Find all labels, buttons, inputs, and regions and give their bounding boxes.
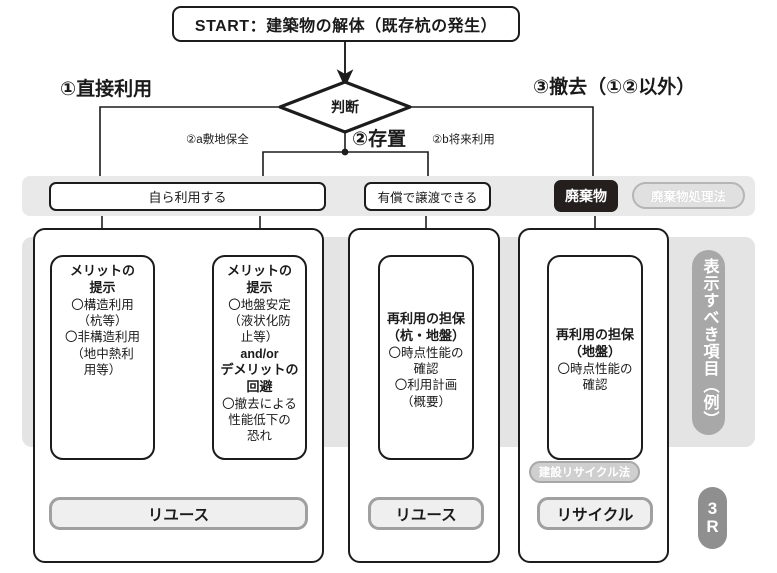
card-line: 提示 (246, 279, 273, 295)
branch-label-direct-use: ①直接利用 (60, 79, 153, 100)
decision-diamond: 判断 (280, 82, 410, 132)
card-line: 用等） (83, 362, 122, 377)
pill-waste-disposal-law: 廃棄物処理法 (632, 182, 745, 209)
three-r-line-2: R (706, 517, 719, 536)
card-line: and/or (240, 346, 279, 361)
card-line: 再利用の担保 (555, 327, 634, 343)
card-line: 確認 (413, 362, 439, 377)
card-line: 〇利用計画 (394, 378, 458, 393)
card-line: （地中熱利 (71, 346, 134, 361)
decision-label: 判断 (331, 99, 359, 115)
card-line: メリットの (226, 263, 292, 278)
pill-3r: 3 R (698, 487, 727, 549)
card-reuse-ground: 再利用の担保（地盤） 〇時点性能の確認 (547, 255, 643, 460)
box-paid-transfer: 有償で譲渡できる (364, 182, 491, 211)
card-line: 〇非構造利用 (64, 330, 140, 345)
result-reuse-b: リユース (368, 497, 484, 530)
box-waste: 廃棄物 (554, 180, 618, 212)
card-line: 〇地盤安定 (228, 297, 291, 312)
box-self-use: 自ら利用する (49, 182, 326, 211)
card-line: （地盤） (568, 344, 621, 360)
branch-sublabel-site-preservation: ②a敷地保全 (186, 134, 249, 146)
card-line: 回避 (246, 378, 273, 394)
card-line: （杭等） (77, 314, 128, 329)
branch-label-storage: ②存置 (352, 129, 407, 150)
card-reuse-pile-ground: 再利用の担保（杭・地盤） 〇時点性能の確認〇利用計画（概要） (378, 255, 474, 460)
result-reuse-a: リユース (49, 497, 308, 530)
card-line: （液状化防 (228, 314, 291, 329)
items-to-display-text: 表示すべき項目（例） (700, 257, 718, 428)
card-line: 再利用の担保 (386, 311, 465, 327)
card-line: 性能低下の (228, 412, 291, 427)
card-line: （概要） (400, 394, 451, 409)
card-line: デメリットの (220, 361, 299, 377)
branch-label-removal: ③撤去（①②以外） (533, 77, 696, 98)
start-box: START：建築物の解体（既存杭の発生） (172, 6, 520, 42)
card-line: 提示 (89, 279, 116, 295)
pill-items-to-display: 表示すべき項目（例） (692, 250, 725, 435)
pill-construction-recycling-law: 建設リサイクル法 (529, 461, 640, 483)
card-merit-structural: メリットの提示〇構造利用 （杭等）〇非構造利用（地中熱利用等） (50, 255, 155, 460)
card-line: （杭・地盤） (386, 328, 465, 343)
card-line: 確認 (582, 378, 608, 393)
card-line: 止等） (240, 330, 279, 345)
card-line: メリットの (69, 263, 135, 278)
card-line: 〇撤去による (222, 396, 297, 411)
card-line: 〇構造利用 (71, 297, 134, 312)
branch-sublabel-future-use: ②b将来利用 (432, 134, 495, 146)
card-line: 〇時点性能の (557, 362, 633, 377)
three-r-line-1: 3 (707, 499, 718, 519)
result-recycle-c: リサイクル (537, 497, 653, 530)
card-line: 恐れ (246, 429, 272, 444)
card-line: 〇時点性能の (388, 345, 464, 360)
